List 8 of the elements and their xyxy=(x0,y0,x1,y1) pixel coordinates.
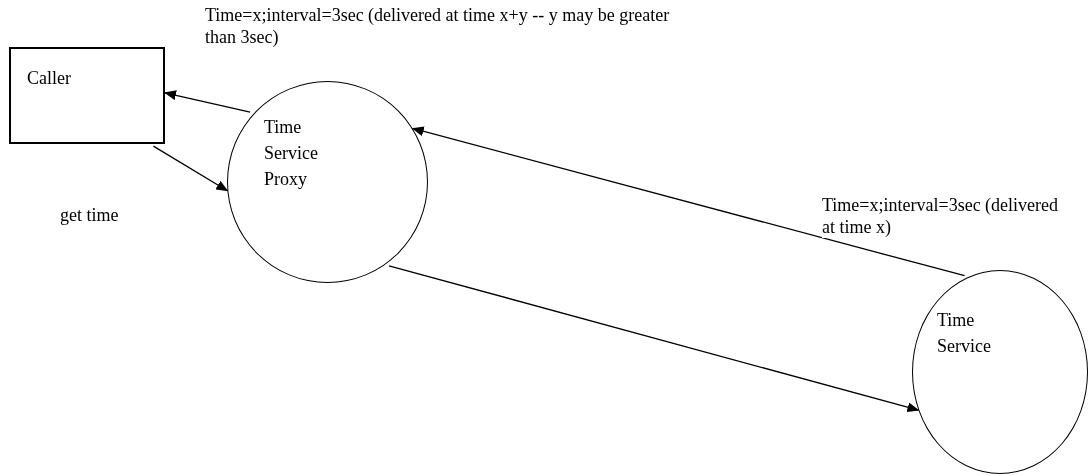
node-label: Caller xyxy=(27,67,72,90)
node-label: Time Service Proxy xyxy=(264,116,319,191)
arrow xyxy=(164,90,251,113)
arrow xyxy=(388,265,920,413)
arrow xyxy=(411,126,966,277)
process-box xyxy=(9,47,165,144)
arrow xyxy=(152,145,229,192)
node-label: Time Service xyxy=(937,309,992,358)
